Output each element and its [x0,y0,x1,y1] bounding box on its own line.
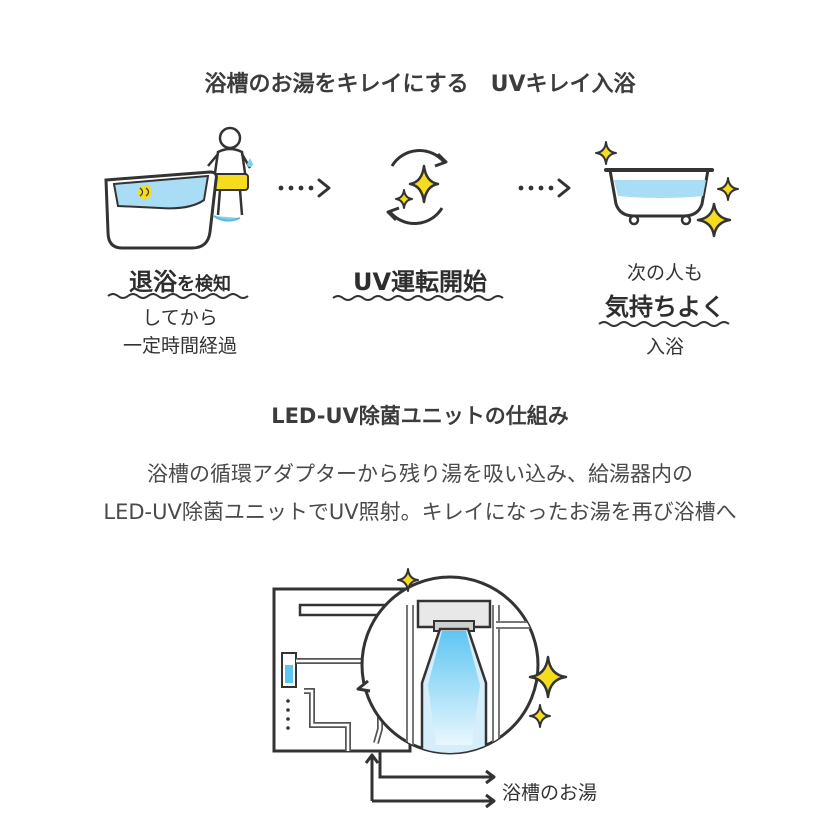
description-line-1: 浴槽の循環アダプターから残り湯を吸い込み、給湯器内の [147,462,693,486]
wavy-underline [107,293,249,299]
page-title: 浴槽のお湯をキレイにする UVキレイ入浴 [204,72,636,97]
step-1-main: 退浴 [129,268,177,296]
wavy-underline [332,295,504,301]
step-3-bottom: 入浴 [645,336,684,358]
dotted-arrow-icon [278,178,331,198]
sparkle-cycle-icon [386,148,448,226]
uv-unit-diagram [272,568,568,809]
step-1-caption: 退浴を検知 [95,262,265,297]
step-3-main: 気持ちよく [605,293,725,321]
dotted-arrow-icon [518,178,571,198]
step-2-main: UV運転開始 [352,268,488,296]
step-1-line-2: 一定時間経過 [122,335,237,357]
bathtub-person-icon [104,126,253,250]
section-title: LED-UV除菌ユニットの仕組み [271,404,569,428]
step-1-line-1: してから [142,307,218,329]
step-3-top: 次の人も [626,262,703,284]
clean-bathtub-icon [595,141,739,238]
wavy-underline [598,321,730,327]
description-line-2: LED-UV除菌ユニットでUV照射。キレイになったお湯を再び浴槽へ [103,500,737,524]
step-1-suffix: を検知 [177,274,231,295]
outlet-label: 浴槽のお湯 [502,782,598,804]
